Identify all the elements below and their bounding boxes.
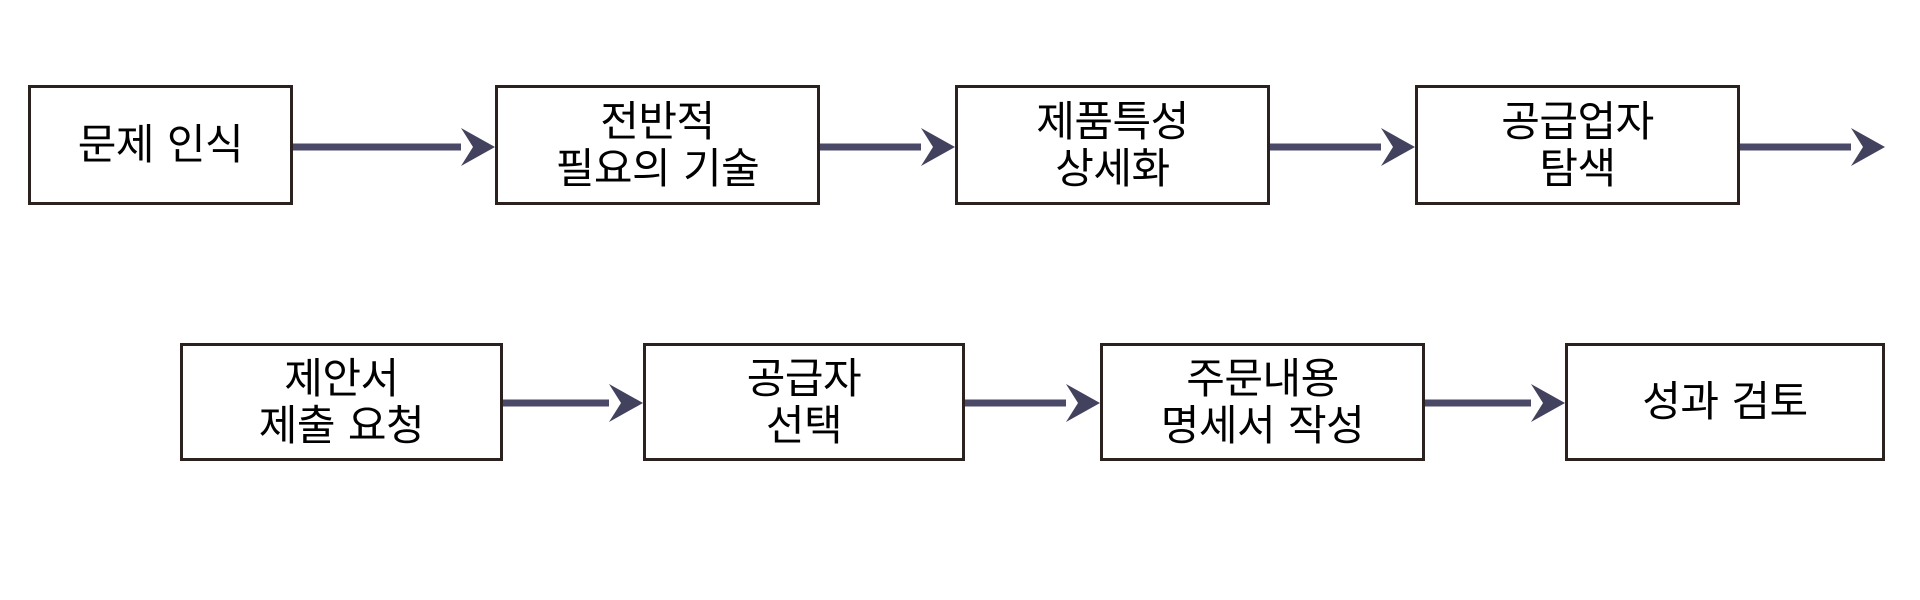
arrow-head-notch (1851, 128, 1863, 166)
process-node-supplier-selection[interactable]: 공급자 선택 (643, 343, 965, 461)
node-label-line: 공급자 (746, 353, 862, 403)
arrow-head-notch (1531, 384, 1543, 422)
arrow-shaft (1740, 143, 1851, 151)
arrow-shaft (1270, 143, 1381, 151)
arrow-shaft (965, 399, 1066, 407)
process-node-order-routine-specification[interactable]: 주문내용 명세서 작성 (1100, 343, 1425, 461)
node-label-line: 제안서 (284, 353, 399, 403)
arrow-shaft (820, 143, 921, 151)
arrow-shaft (1425, 399, 1531, 407)
arrow-head-notch (461, 128, 473, 166)
node-label-line: 제품특성 (1036, 96, 1189, 146)
node-label-line: 문제 인식 (77, 120, 244, 170)
node-label-line: 전반적 (600, 96, 715, 146)
process-node-general-need-description[interactable]: 전반적 필요의 기술 (495, 85, 820, 205)
node-label-line: 제출 요청 (258, 401, 425, 450)
process-node-performance-review[interactable]: 성과 검토 (1565, 343, 1885, 461)
node-label-line: 탐색 (1539, 144, 1616, 193)
node-label-line: 필요의 기술 (555, 144, 760, 193)
node-label-line: 명세서 작성 (1160, 401, 1365, 450)
process-node-supplier-search[interactable]: 공급업자 탐색 (1415, 85, 1740, 205)
node-label-line: 성과 검토 (1642, 377, 1808, 427)
arrow-shaft (503, 399, 609, 407)
node-label-line: 상세화 (1055, 144, 1170, 193)
arrow-shaft (293, 143, 461, 151)
arrow-head-notch (921, 128, 933, 166)
node-label-line: 주문내용 (1186, 353, 1339, 403)
arrow-head-notch (1066, 384, 1078, 422)
process-node-proposal-solicitation[interactable]: 제안서 제출 요청 (180, 343, 503, 461)
node-label-line: 공급업자 (1501, 96, 1654, 146)
node-label-line: 선택 (765, 401, 843, 450)
arrow-head-notch (609, 384, 621, 422)
arrow-head-notch (1381, 128, 1393, 166)
process-node-problem-recognition[interactable]: 문제 인식 (28, 85, 293, 205)
process-node-product-specification[interactable]: 제품특성 상세화 (955, 85, 1270, 205)
